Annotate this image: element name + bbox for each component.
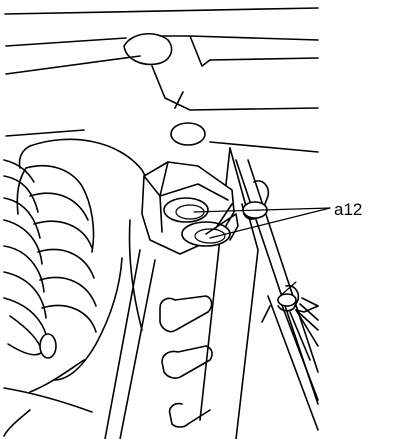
mid-grommet	[170, 122, 206, 146]
connector-port-upper	[163, 197, 209, 223]
mid-frame	[5, 122, 319, 153]
hose-cap	[39, 333, 57, 359]
callout-leaders	[193, 207, 331, 239]
lower-pivot	[277, 293, 297, 307]
top-grommet	[123, 33, 173, 66]
callout-label-a12: a12	[334, 200, 362, 219]
right-rods	[235, 159, 319, 431]
connector-block	[141, 161, 239, 255]
corrugated-hose	[3, 138, 161, 437]
top-bracket	[4, 7, 319, 111]
